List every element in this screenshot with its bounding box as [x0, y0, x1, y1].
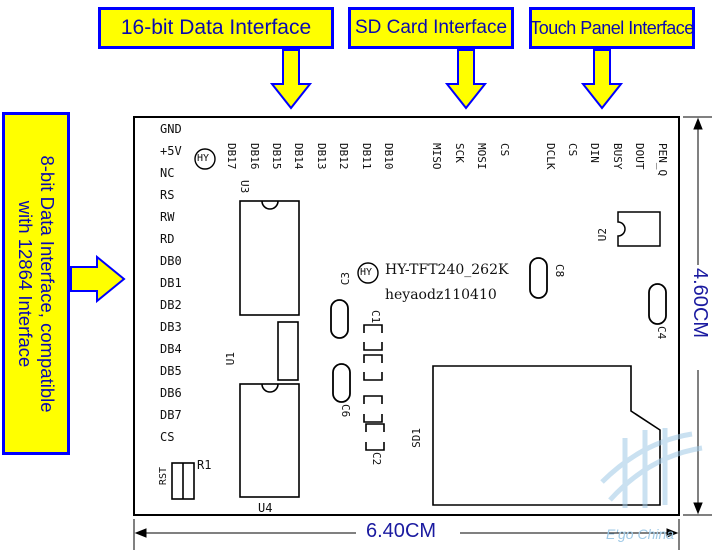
label-c6: C6	[339, 404, 352, 418]
tantalum-caps	[363, 324, 385, 451]
label-r1: R1	[197, 458, 212, 472]
pin-label: DOUT	[633, 143, 646, 170]
pin-label: RW	[160, 210, 175, 224]
pin-label: DB11	[360, 143, 373, 170]
label-sd1: SD1	[410, 428, 423, 448]
callout-8bit-data-interface: 8-bit Data Interface, compatible with 12…	[2, 112, 70, 455]
component-u1	[277, 321, 299, 381]
callout-sd-card-interface: SD Card Interface	[348, 7, 514, 49]
pin-label: DB1	[160, 276, 182, 290]
pin-label: DB12	[337, 143, 350, 170]
board-outline	[133, 116, 680, 516]
label-c2: C2	[370, 452, 383, 466]
pin-label: CS	[498, 143, 511, 157]
pin-label: SCK	[453, 143, 466, 163]
pin-label: RD	[160, 232, 175, 246]
arrow-touch	[580, 49, 624, 110]
pin-label: DCLK	[544, 143, 557, 170]
callout-touch-panel-interface: Touch Panel Interface	[529, 7, 695, 49]
chip-u4	[239, 383, 300, 498]
pin-label: DB5	[160, 364, 182, 378]
label-c3: C3	[339, 272, 352, 286]
capacitors	[330, 257, 667, 403]
pin-label: MOSI	[475, 143, 488, 170]
arrow-sd	[444, 49, 488, 110]
pin-label: DB10	[382, 143, 395, 170]
pin-label: DB17	[225, 143, 238, 170]
cap-c3	[330, 299, 349, 339]
label-u4: U4	[258, 501, 273, 515]
pin-label: DB6	[160, 386, 182, 400]
arrow-16bit	[269, 49, 313, 110]
label-u1: U1	[224, 352, 237, 366]
dimension-width-value: 6.40	[366, 520, 405, 542]
dimension-height-unit: CM	[689, 306, 711, 339]
label-u3: U3	[238, 180, 251, 194]
pin-label: CS	[566, 143, 579, 157]
dimension-width: 6.40CM	[366, 520, 436, 543]
pin-label: DB0	[160, 254, 182, 268]
hy-logos	[194, 148, 379, 284]
component-u2	[617, 211, 661, 247]
pin-label: DB15	[270, 143, 283, 170]
label-u2: U2	[596, 228, 609, 242]
pin-label: DIN	[588, 143, 601, 163]
pin-label: DB14	[292, 143, 305, 170]
pin-label: DB7	[160, 408, 182, 422]
callout-16bit-label: 16-bit Data Interface	[120, 16, 312, 39]
pin-label: DB4	[160, 342, 182, 356]
pin-label: DB16	[248, 143, 261, 170]
cap-c8	[529, 257, 548, 299]
watermark-text: E'go China	[606, 526, 675, 542]
watermark-globe	[600, 428, 703, 508]
callout-sd-label: SD Card Interface	[354, 17, 508, 38]
dimension-lines	[133, 116, 712, 550]
arrow-8bit	[70, 254, 126, 304]
dimension-height: 4.60CM	[688, 268, 711, 338]
pin-label: MISO	[430, 143, 443, 170]
hy-logo-center-text: HY	[360, 267, 373, 278]
pin-label: DB2	[160, 298, 182, 312]
label-c4: C4	[655, 326, 668, 340]
pin-label: GND	[160, 122, 182, 136]
cap-c6	[332, 363, 351, 403]
pin-label: BUSY	[611, 143, 624, 170]
pin-label: DB13	[315, 143, 328, 170]
hy-logo-center	[357, 262, 379, 284]
pin-label: NC	[160, 166, 175, 180]
hy-logo-top	[194, 148, 216, 170]
label-c8: C8	[553, 264, 566, 278]
dimension-height-value: 4.60	[689, 268, 711, 307]
board-date: heyaodz110410	[385, 287, 497, 303]
dimension-width-unit: CM	[404, 520, 437, 542]
sd-card-slot	[432, 365, 661, 506]
arrows	[70, 49, 624, 304]
component-r1	[171, 462, 195, 500]
pin-label: DB3	[160, 320, 182, 334]
callout-touch-label: Touch Panel Interface	[530, 17, 694, 38]
pin-label: CS	[160, 430, 175, 444]
label-rst: RST	[158, 467, 169, 486]
cap-c4	[648, 283, 667, 325]
hy-logo-top-text: HY	[197, 153, 210, 164]
pin-label: RS	[160, 188, 175, 202]
pin-label: +5V	[160, 144, 182, 158]
board-name: HY-TFT240_262K	[385, 262, 509, 278]
callout-16bit-data-interface: 16-bit Data Interface	[98, 7, 334, 49]
chip-u3	[239, 200, 300, 316]
pin-label: PEN_Q	[656, 143, 669, 177]
label-c1: C1	[369, 310, 382, 324]
